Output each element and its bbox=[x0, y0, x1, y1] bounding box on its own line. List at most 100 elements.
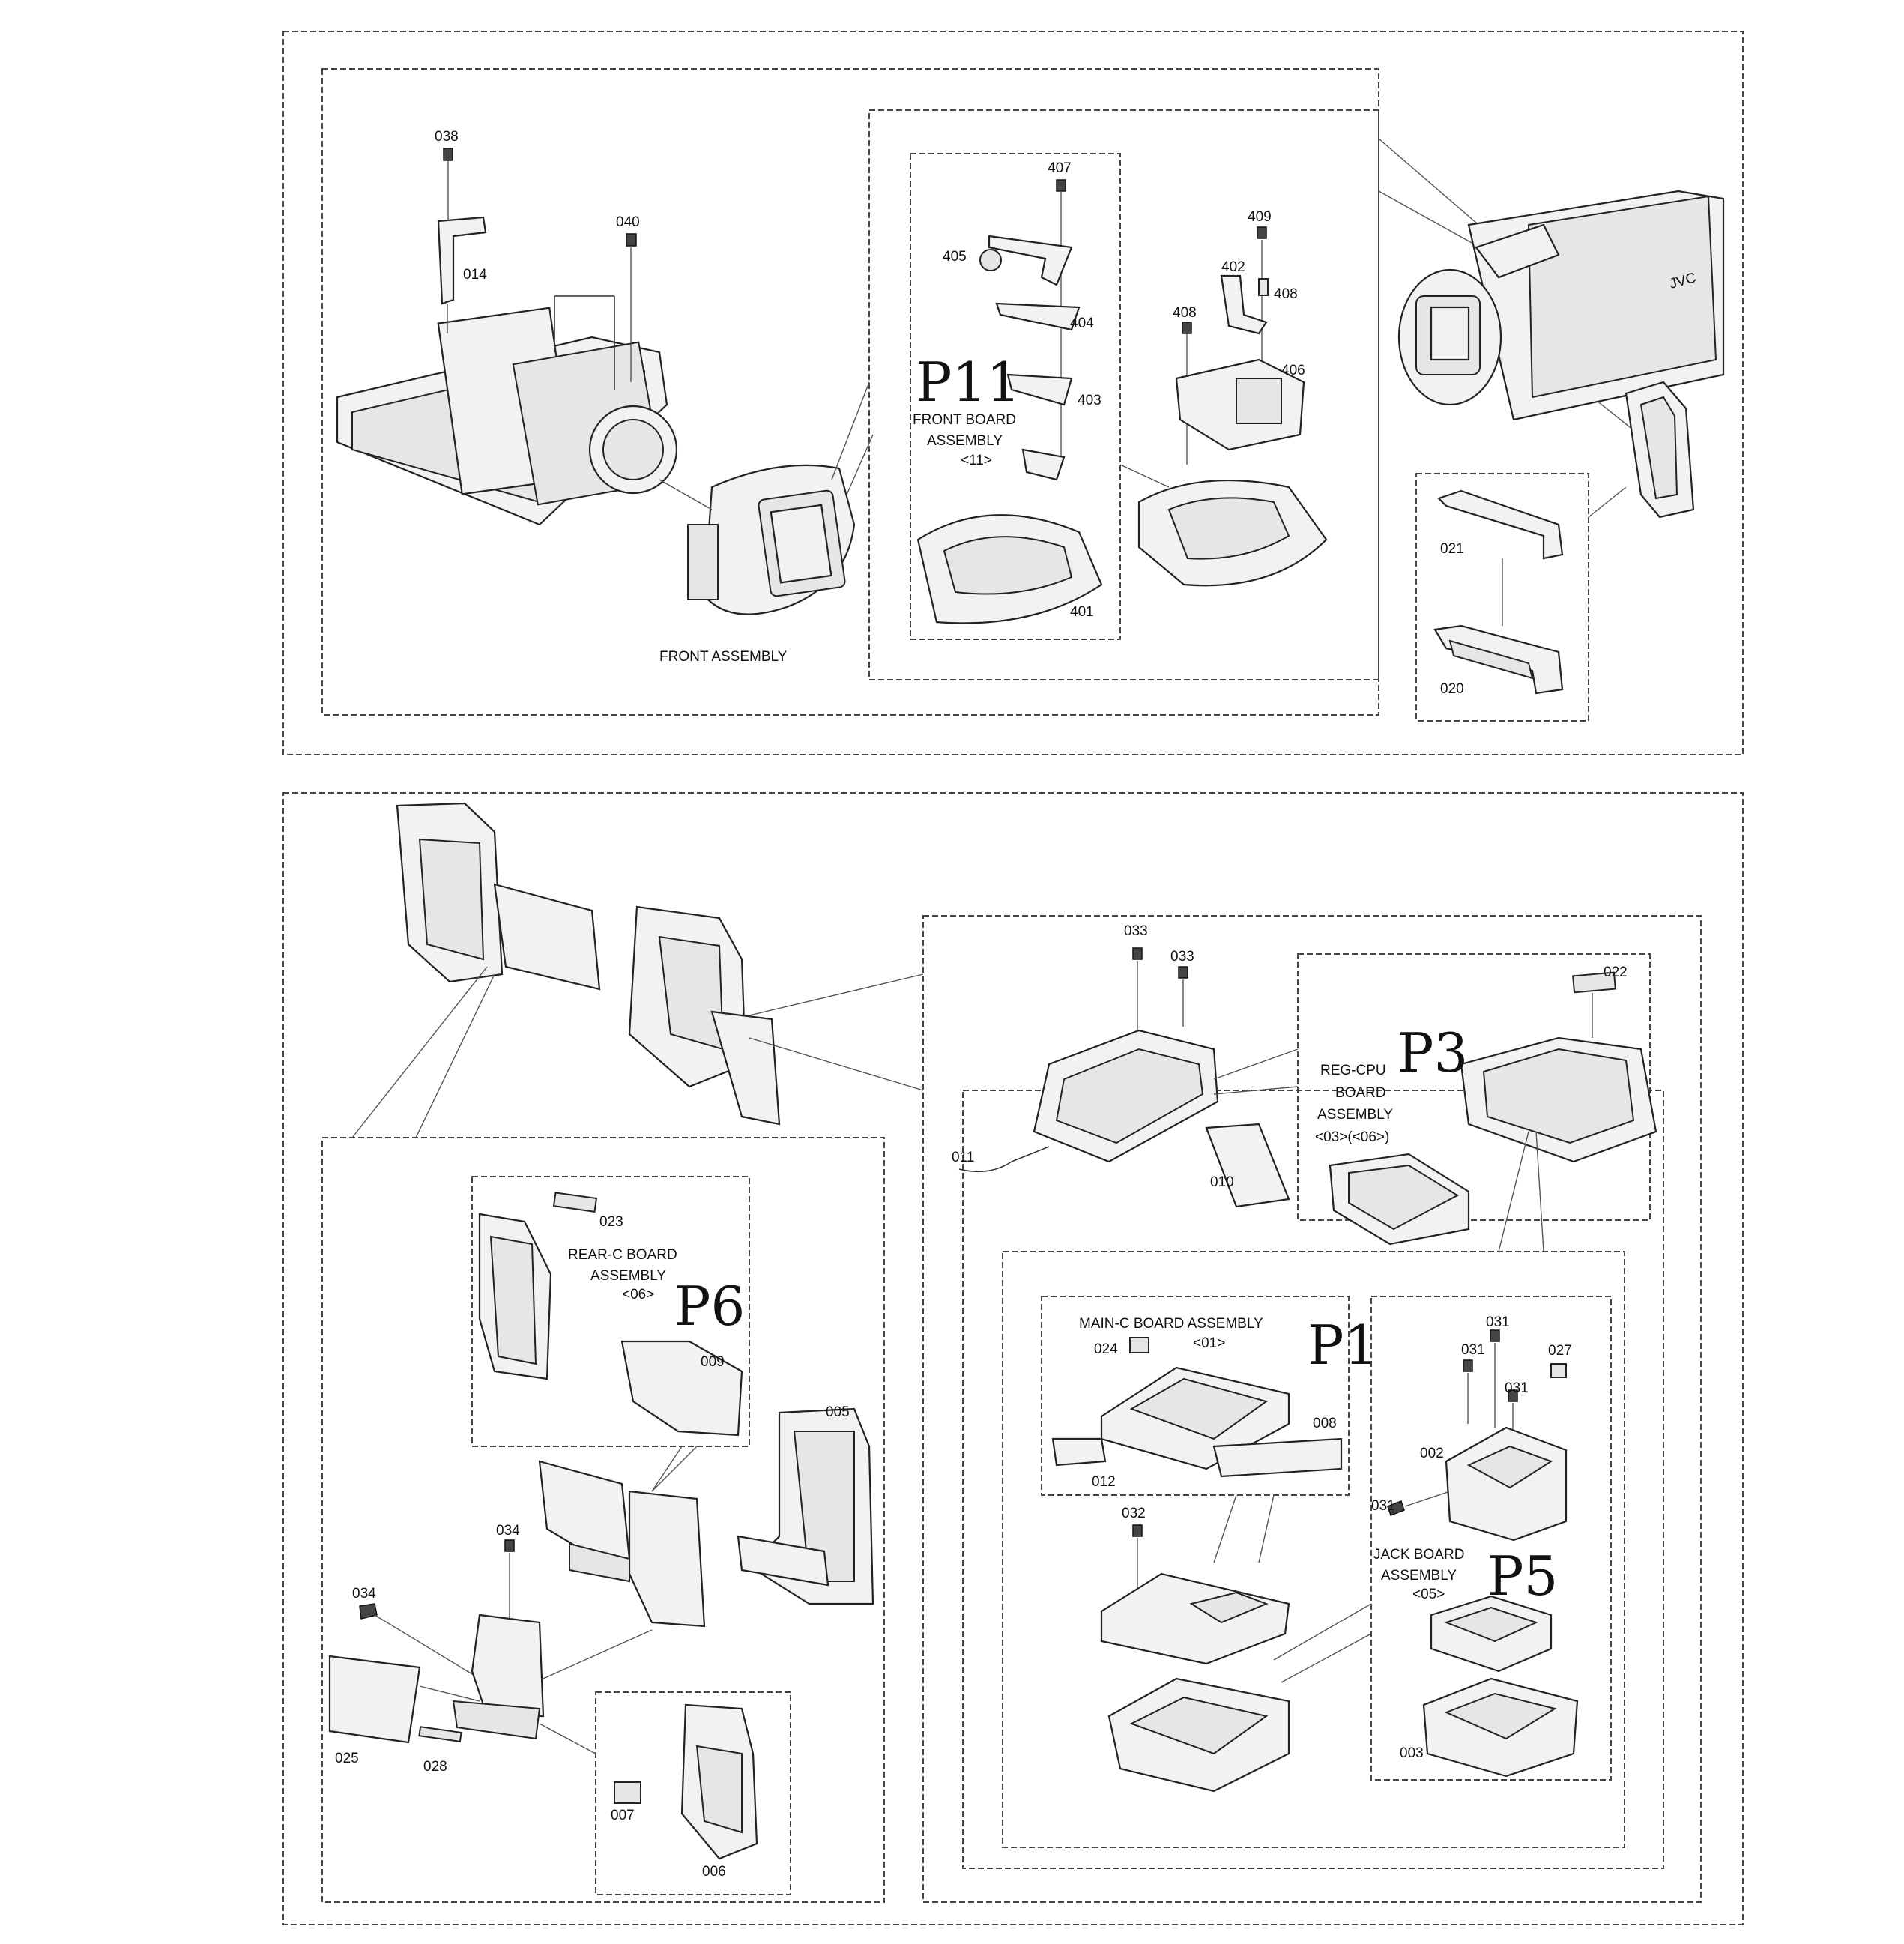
part-406-lens-block bbox=[1175, 358, 1305, 451]
label-405: 405 bbox=[943, 249, 967, 265]
label-020: 020 bbox=[1440, 681, 1464, 697]
part-033-screw-b bbox=[1178, 966, 1188, 1027]
handwritten-p11: P11 bbox=[916, 351, 1021, 414]
label-003: 003 bbox=[1400, 1745, 1424, 1761]
part-009-flex bbox=[620, 1340, 743, 1437]
label-401: 401 bbox=[1070, 604, 1094, 620]
label-jack-2: ASSEMBLY bbox=[1381, 1568, 1457, 1584]
bottom-outer-frame bbox=[282, 792, 1744, 1925]
label-403: 403 bbox=[1078, 393, 1101, 408]
label-022: 022 bbox=[1604, 965, 1628, 980]
part-403-plate bbox=[1006, 373, 1073, 406]
label-404: 404 bbox=[1070, 316, 1094, 331]
part-401-front-base bbox=[916, 514, 1103, 624]
label-jack-3: <05> bbox=[1412, 1587, 1445, 1602]
part-labels: 038 040 014 FRONT ASSEMBLY 407 405 404 4… bbox=[335, 129, 1698, 1880]
part-028-tape bbox=[418, 1726, 462, 1742]
rear-section-frame bbox=[321, 1137, 885, 1903]
part-023-tape bbox=[552, 1192, 598, 1213]
label-023: 023 bbox=[599, 1214, 623, 1230]
label-rear-c-2: ASSEMBLY bbox=[590, 1268, 666, 1284]
right-section-frame bbox=[922, 915, 1702, 1903]
label-010: 010 bbox=[1210, 1174, 1234, 1190]
bottom-panel bbox=[282, 792, 1744, 1925]
label-025: 025 bbox=[335, 1751, 359, 1766]
part-025-panel bbox=[328, 1655, 480, 1744]
label-034-b: 034 bbox=[352, 1586, 376, 1602]
part-005-chassis bbox=[737, 1407, 874, 1605]
part-022-tape bbox=[1572, 971, 1616, 1038]
label-regcpu-4: <03>(<06>) bbox=[1315, 1129, 1389, 1145]
rear-c-board-frame bbox=[471, 1176, 750, 1447]
top-panel bbox=[282, 31, 1744, 755]
label-033-b: 033 bbox=[1170, 949, 1194, 965]
regcpu-sub-frame bbox=[962, 1090, 1664, 1869]
main-c-board-frame bbox=[1041, 1296, 1350, 1496]
part-lens-cover bbox=[1119, 464, 1328, 587]
part-small-switch bbox=[1021, 448, 1066, 481]
label-regcpu-1: REG-CPU bbox=[1320, 1063, 1386, 1078]
label-040: 040 bbox=[616, 214, 640, 230]
label-028: 028 bbox=[423, 1759, 447, 1775]
label-front-board-3: <11> bbox=[961, 453, 992, 468]
label-031-c: 031 bbox=[1505, 1380, 1529, 1396]
label-033-a: 033 bbox=[1124, 923, 1148, 939]
label-407: 407 bbox=[1048, 160, 1072, 176]
camcorder-complete bbox=[1397, 190, 1725, 421]
part-404-plate bbox=[995, 302, 1081, 331]
part-002-bracket bbox=[1445, 1426, 1568, 1542]
label-main-c-2: <01> bbox=[1193, 1335, 1225, 1351]
part-regcpu-board bbox=[1329, 1153, 1470, 1246]
part-007-tape bbox=[614, 1781, 641, 1804]
part-003-chassis bbox=[1422, 1677, 1579, 1778]
part-front-assembly bbox=[659, 464, 856, 615]
regcpu-board-frame bbox=[1297, 953, 1651, 1221]
camera-body-chassis bbox=[336, 295, 678, 526]
main-c-outer-frame bbox=[1002, 1251, 1625, 1848]
label-jack-1: JACK BOARD bbox=[1373, 1547, 1464, 1563]
part-031-screw-side bbox=[1387, 1491, 1451, 1516]
handwritten-p3: P3 bbox=[1397, 1021, 1468, 1084]
part-031-screw-top bbox=[1490, 1329, 1500, 1428]
part-040-screw bbox=[626, 233, 637, 382]
part-027-pad bbox=[1550, 1363, 1567, 1378]
front-board-frame-inner bbox=[910, 153, 1121, 640]
part-024-pad bbox=[1129, 1337, 1149, 1353]
label-008: 008 bbox=[1313, 1416, 1337, 1431]
label-402: 402 bbox=[1221, 259, 1245, 275]
handwritten-p6: P6 bbox=[674, 1275, 745, 1338]
part-rear-c-board bbox=[478, 1213, 552, 1380]
chassis-left bbox=[396, 802, 601, 991]
label-regcpu-2: BOARD bbox=[1335, 1085, 1386, 1101]
label-032: 032 bbox=[1122, 1506, 1146, 1521]
label-031-a: 031 bbox=[1486, 1314, 1510, 1330]
part-020-cover bbox=[1433, 624, 1564, 695]
label-regcpu-3: ASSEMBLY bbox=[1317, 1107, 1393, 1123]
part-008-flex bbox=[1212, 1437, 1343, 1478]
part-038-screw bbox=[443, 148, 453, 221]
label-408-a: 408 bbox=[1173, 305, 1197, 321]
chassis-right-side bbox=[628, 905, 781, 1126]
label-014: 014 bbox=[463, 267, 487, 283]
part-021-cover bbox=[1436, 489, 1564, 626]
label-011: 011 bbox=[952, 1150, 974, 1165]
label-027: 027 bbox=[1548, 1343, 1572, 1359]
label-005: 005 bbox=[826, 1404, 850, 1420]
part-032-screw bbox=[1132, 1524, 1143, 1596]
part-405-spring-bracket bbox=[979, 235, 1073, 286]
part-grip-strap bbox=[1625, 381, 1695, 519]
label-front-board-1: FRONT BOARD bbox=[913, 412, 1016, 428]
part-034-screw-lower bbox=[359, 1603, 480, 1679]
part-006-frame bbox=[595, 1691, 791, 1895]
label-021: 021 bbox=[1440, 541, 1464, 557]
label-031-b: 031 bbox=[1461, 1342, 1485, 1358]
label-038: 038 bbox=[435, 129, 459, 145]
handwritten-p5: P5 bbox=[1487, 1545, 1558, 1608]
label-406: 406 bbox=[1281, 363, 1305, 378]
label-408-b: 408 bbox=[1274, 286, 1298, 302]
part-main-c-chassis bbox=[1107, 1677, 1290, 1793]
top-outer-frame bbox=[282, 31, 1744, 755]
part-408-screw-b bbox=[1258, 278, 1269, 296]
part-regcpu-chassis bbox=[1460, 1036, 1657, 1163]
